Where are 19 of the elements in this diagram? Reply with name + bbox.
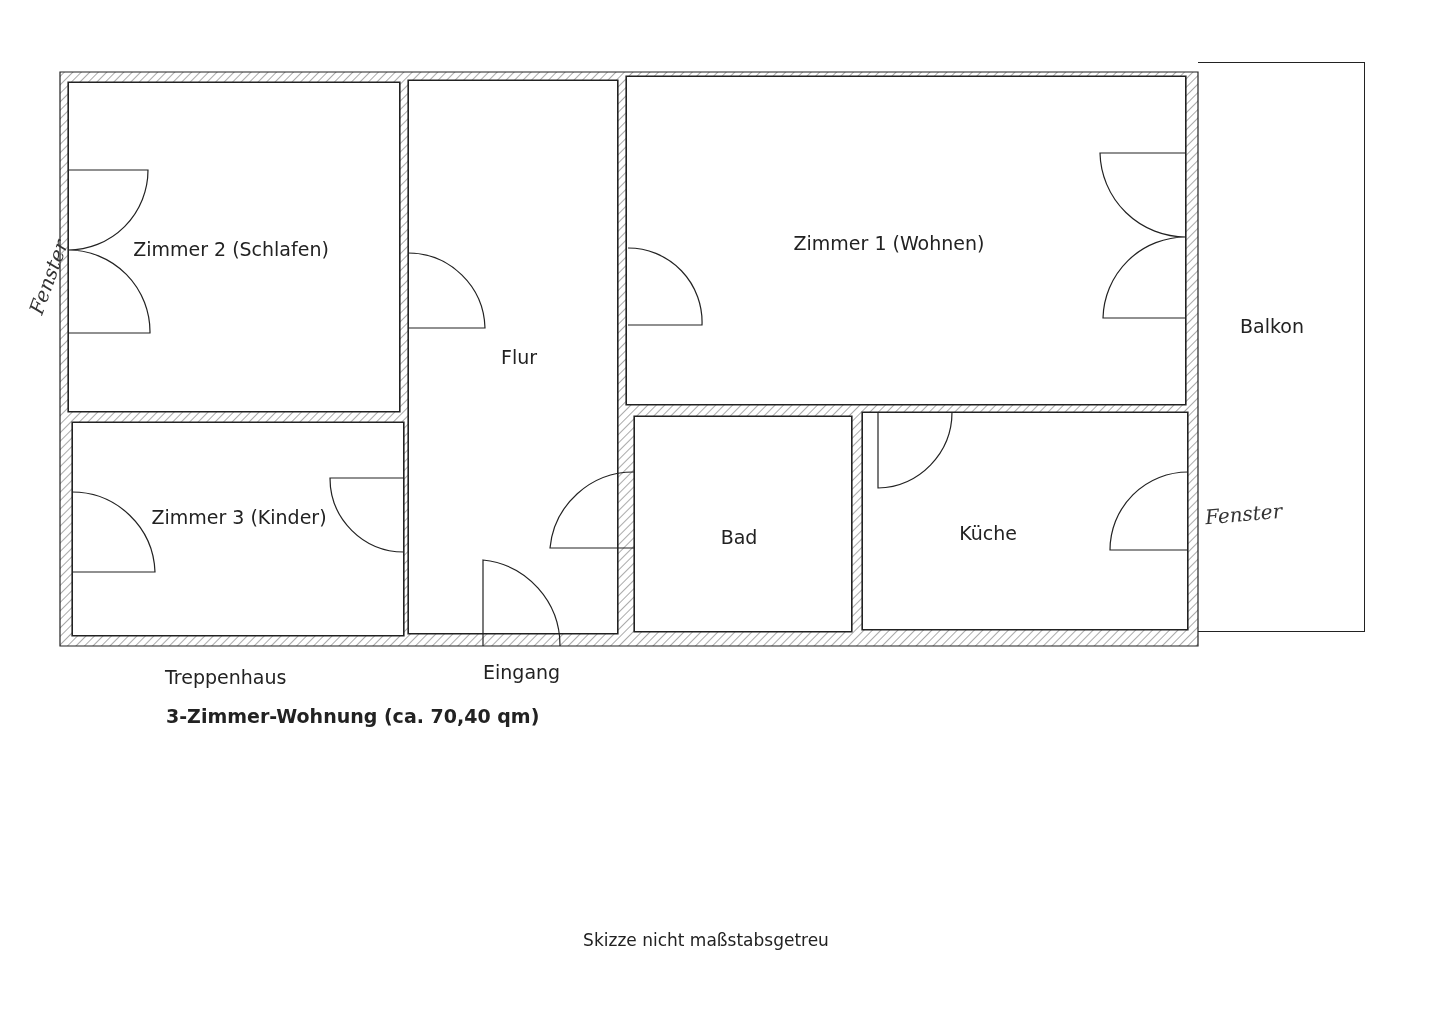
handwritten-note: Fenster <box>1204 498 1284 530</box>
area-label: Eingang <box>483 661 561 683</box>
room-label: Balkon <box>1240 315 1304 337</box>
plan-title: 3-Zimmer-Wohnung (ca. 70,40 qm) <box>166 705 540 727</box>
room-label: Zimmer 2 (Schlafen) <box>133 238 329 260</box>
room-label: Küche <box>959 522 1017 544</box>
balcony-area <box>1198 62 1365 632</box>
room-label: Bad <box>720 526 758 548</box>
room-label: Zimmer 1 (Wohnen) <box>793 232 985 254</box>
room <box>634 416 852 632</box>
room <box>626 76 1186 405</box>
room <box>68 82 400 412</box>
room-label: Flur <box>500 346 538 368</box>
room <box>72 422 404 636</box>
caption: Skizze nicht maßstabsgetreu <box>583 930 829 950</box>
room-label: Zimmer 3 (Kinder) <box>151 506 327 528</box>
area-label: Treppenhaus <box>165 666 287 688</box>
room <box>408 80 618 634</box>
room <box>862 412 1188 630</box>
